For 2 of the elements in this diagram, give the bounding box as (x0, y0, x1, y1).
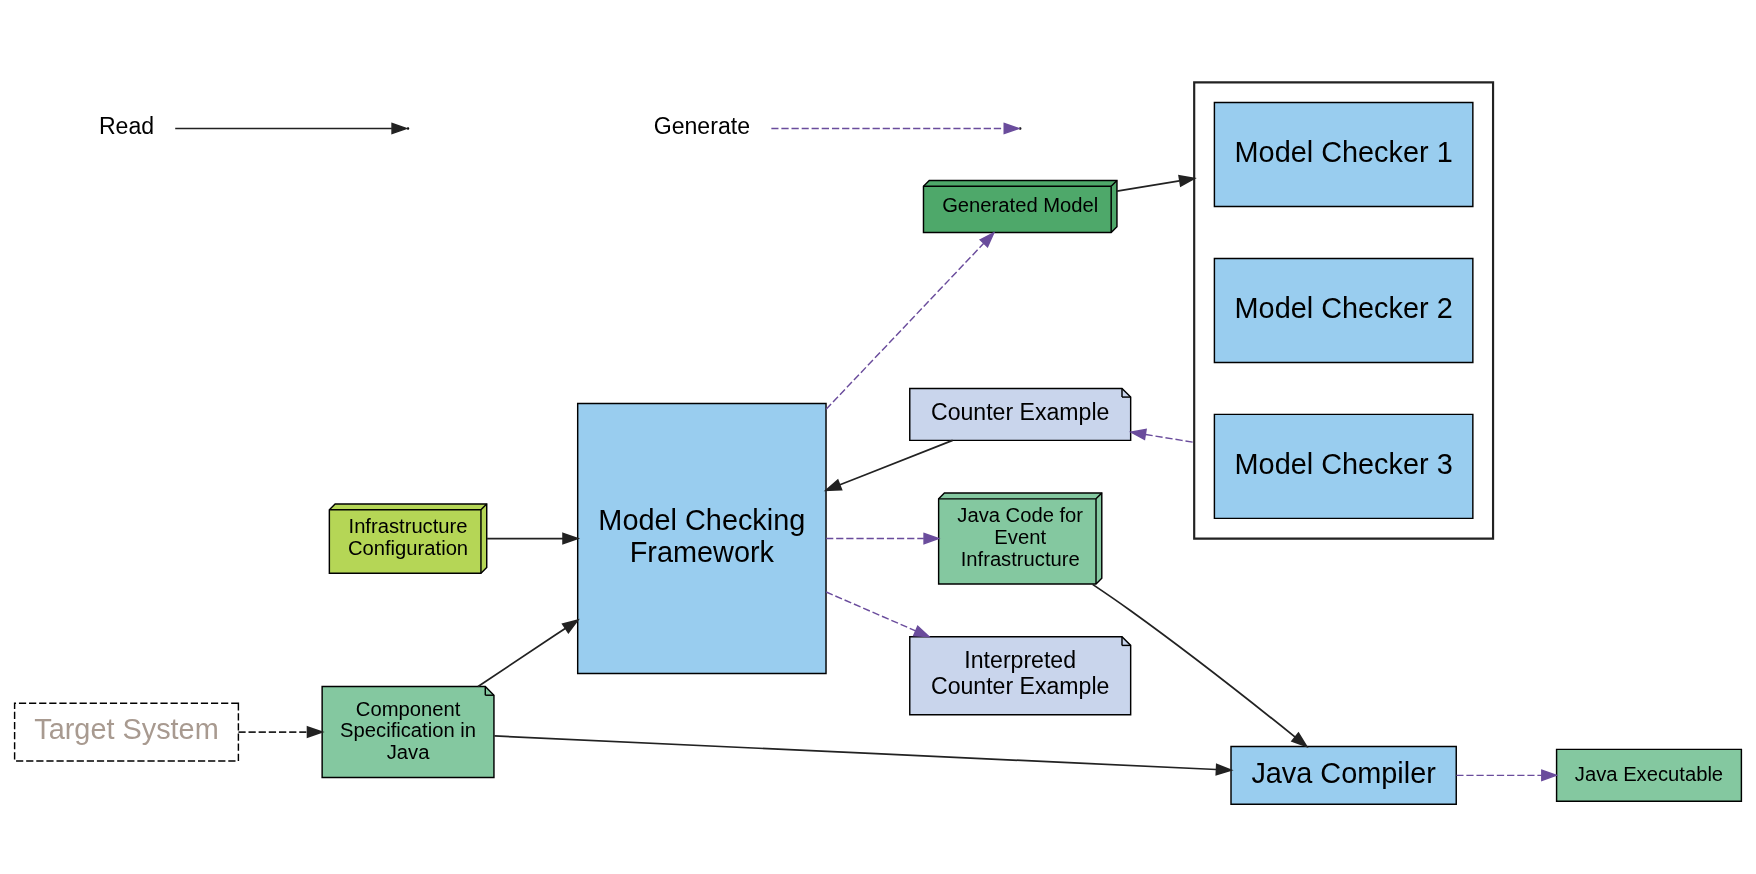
legend-label: Generate (653, 112, 751, 139)
legend-label: Read (98, 112, 155, 139)
